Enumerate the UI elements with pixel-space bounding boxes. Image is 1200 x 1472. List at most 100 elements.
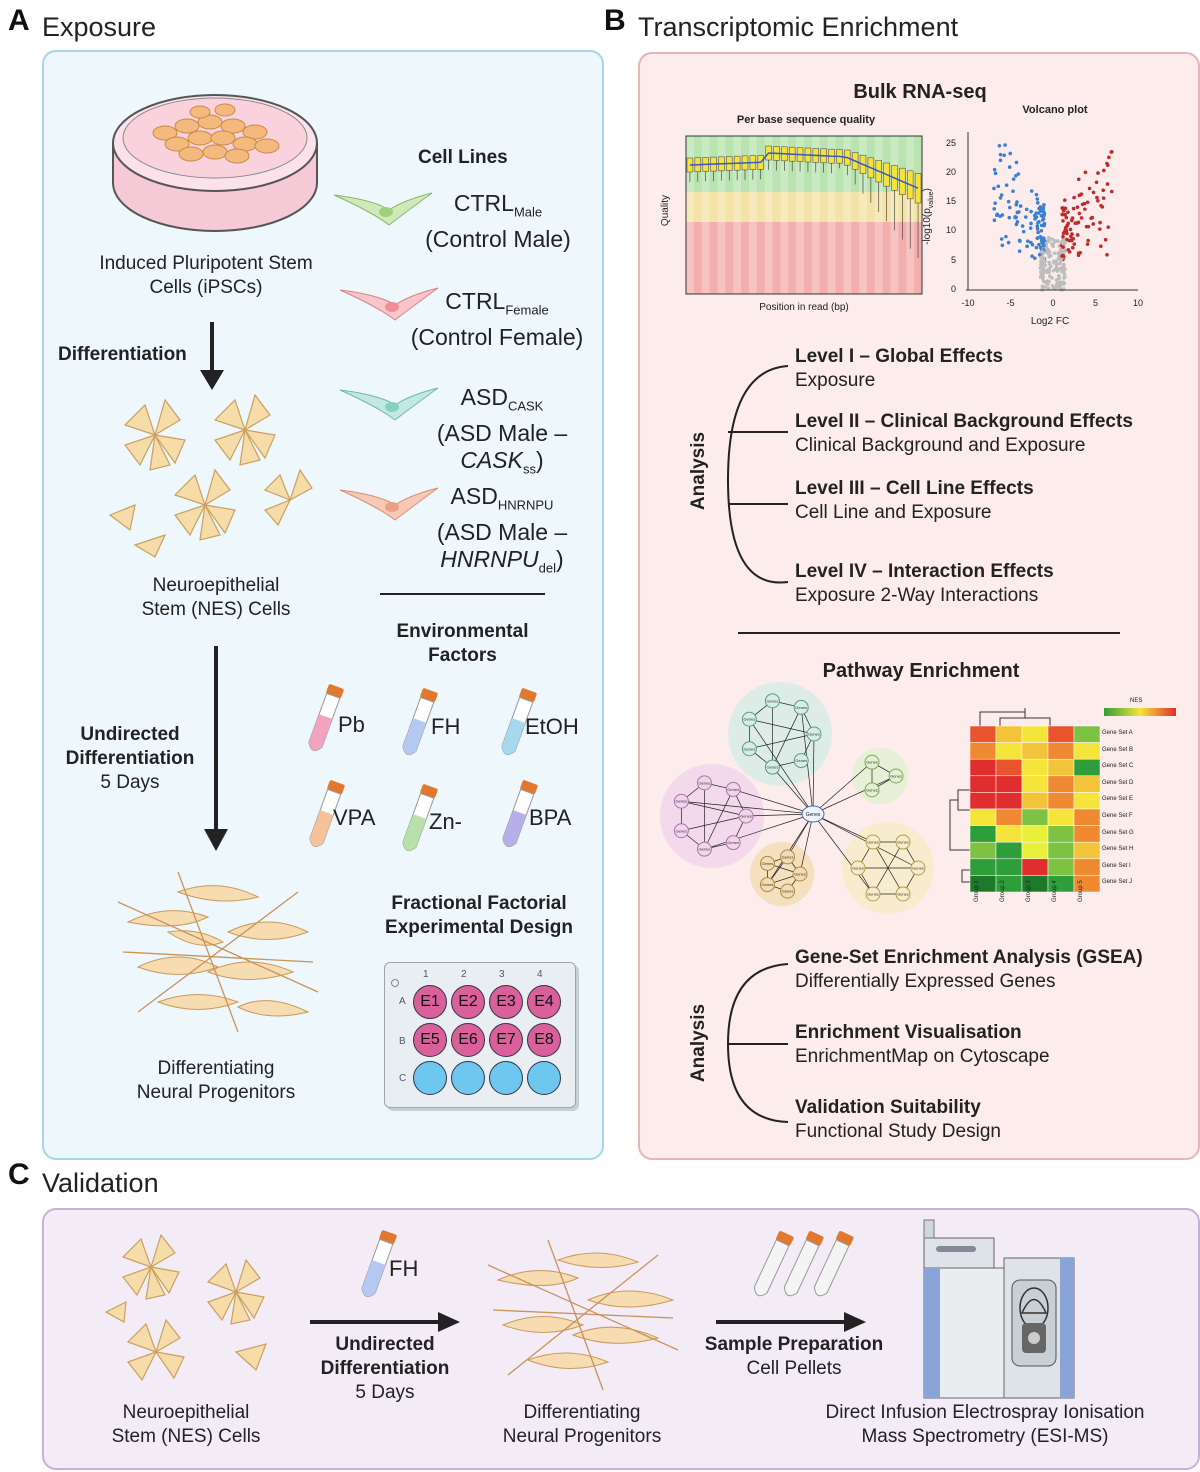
network-node [888, 768, 904, 784]
heatmap-cell [1073, 758, 1101, 777]
plate-row-b: B [399, 1036, 406, 1047]
qc-stripe [811, 136, 820, 294]
network-node [895, 834, 911, 850]
heatmap-cell [969, 858, 997, 876]
plate-col-4: 4 [537, 969, 543, 980]
volcano-point [1015, 219, 1020, 224]
qc-stripe [717, 136, 726, 294]
volcano-point [1011, 177, 1016, 181]
volcano-point [1039, 223, 1044, 228]
plate-corner-dot [391, 979, 399, 987]
volcano-point [1061, 231, 1066, 235]
volcano-point [1026, 239, 1030, 243]
cell-lines-heading: Cell Lines [418, 147, 508, 168]
network-edge [799, 813, 814, 875]
well-empty [451, 1061, 485, 1095]
panel-b-title: Transcriptomic Enrichment [638, 12, 959, 42]
network-node-label: Genes [795, 758, 807, 763]
volcano-xtick: 0 [1050, 298, 1056, 308]
volcano-point [1077, 211, 1082, 216]
heatmap-cell [969, 841, 997, 860]
undirected-label-2: Differentiation [50, 748, 210, 770]
volcano-point [1002, 153, 1006, 158]
volcano-ytick: 15 [945, 196, 956, 207]
volcano-point [1066, 221, 1071, 226]
volcano-point [1106, 225, 1111, 229]
cell-icon-asd-hnrnpu [339, 487, 439, 521]
volcano-point [1047, 279, 1051, 284]
qc-plot [685, 135, 923, 295]
volcano-point [1029, 189, 1034, 193]
volcano-point [1061, 245, 1065, 249]
qc-stripe [733, 136, 742, 294]
volcano-point [1062, 272, 1067, 276]
network-edge [812, 813, 874, 895]
heatmap-row-label: Gene Set F [1102, 813, 1133, 819]
volcano-ytick: 20 [945, 166, 956, 177]
divider-a [380, 593, 545, 595]
cell-line-asd-hnrnpu-gene-sub: del [538, 560, 557, 576]
volcano-point [998, 152, 1003, 157]
volcano-point [992, 167, 997, 172]
plate-col-1: 1 [423, 969, 429, 980]
volcano-point [1068, 227, 1073, 232]
cell-line-asd-hnrnpu-sub: HNRNPU [497, 497, 554, 513]
heatmap-row-label: Gene Set I [1102, 862, 1131, 869]
volcano-point [1017, 249, 1022, 253]
undirected-arrow [204, 646, 228, 851]
cell-line-asd-hnrnpu-gene: HNRNPU [440, 545, 539, 572]
volcano-point [1061, 219, 1065, 223]
network-edge [749, 719, 814, 815]
volcano-point [1087, 186, 1092, 191]
analysis-bracket-1 [726, 365, 789, 584]
volcano-point [1086, 224, 1091, 229]
volcano-point [1030, 254, 1034, 258]
network-edge [812, 733, 815, 815]
heatmap-cell [1021, 858, 1049, 876]
network-node-label: Genes [743, 717, 755, 722]
volcano-point [1059, 240, 1063, 245]
volcano-point [1039, 263, 1044, 268]
network-edge [767, 813, 814, 885]
qc-stripe [780, 136, 789, 294]
heatmap-cell [1047, 825, 1075, 843]
network-edge [681, 800, 814, 815]
differentiation-arrow [200, 322, 224, 390]
volcano-point [1006, 199, 1011, 204]
heatmap-cell [1021, 841, 1049, 860]
qc-stripe [701, 136, 710, 294]
qc-stripe [827, 136, 836, 294]
volcano-point [1035, 197, 1040, 201]
c-fh-label: FH [389, 1256, 419, 1281]
progenitors-label-1: Differentiating [157, 1058, 275, 1079]
network-node-label: Genes [897, 891, 909, 896]
heatmap-cell [969, 725, 997, 743]
volcano-point [1042, 279, 1046, 284]
cell-line-ctrl-male-desc: (Control Male) [425, 225, 571, 252]
volcano-point [1059, 283, 1063, 288]
network-node-label: Genes [740, 814, 752, 819]
volcano-point [1038, 205, 1043, 210]
volcano-point [1060, 250, 1065, 255]
volcano-point [1042, 221, 1047, 226]
volcano-point [1063, 275, 1067, 279]
volcano-xtick: 10 [1132, 298, 1143, 308]
cell-line-asd-cask-desc: (ASD Male – [436, 419, 568, 446]
volcano-point [1063, 226, 1068, 230]
network-node [738, 808, 754, 824]
env-heading-2: Factors [428, 645, 497, 666]
well-e4: E4 [527, 985, 561, 1019]
heatmap-row-label: Gene Set H [1102, 846, 1134, 853]
heatmap-cell [969, 742, 997, 760]
heatmap-cell [1073, 742, 1101, 760]
network-node [696, 775, 712, 791]
volcano-point [1105, 161, 1109, 166]
volcano-point [1041, 260, 1045, 264]
volcano-point [1000, 243, 1005, 248]
c-arrow-1 [310, 1312, 460, 1332]
volcano-xlabel: Log2 FC [1030, 316, 1070, 327]
qc-stripe [686, 136, 694, 294]
heatmap-cell [1073, 858, 1101, 876]
volcano-point [1038, 245, 1043, 250]
network-node [864, 782, 880, 798]
